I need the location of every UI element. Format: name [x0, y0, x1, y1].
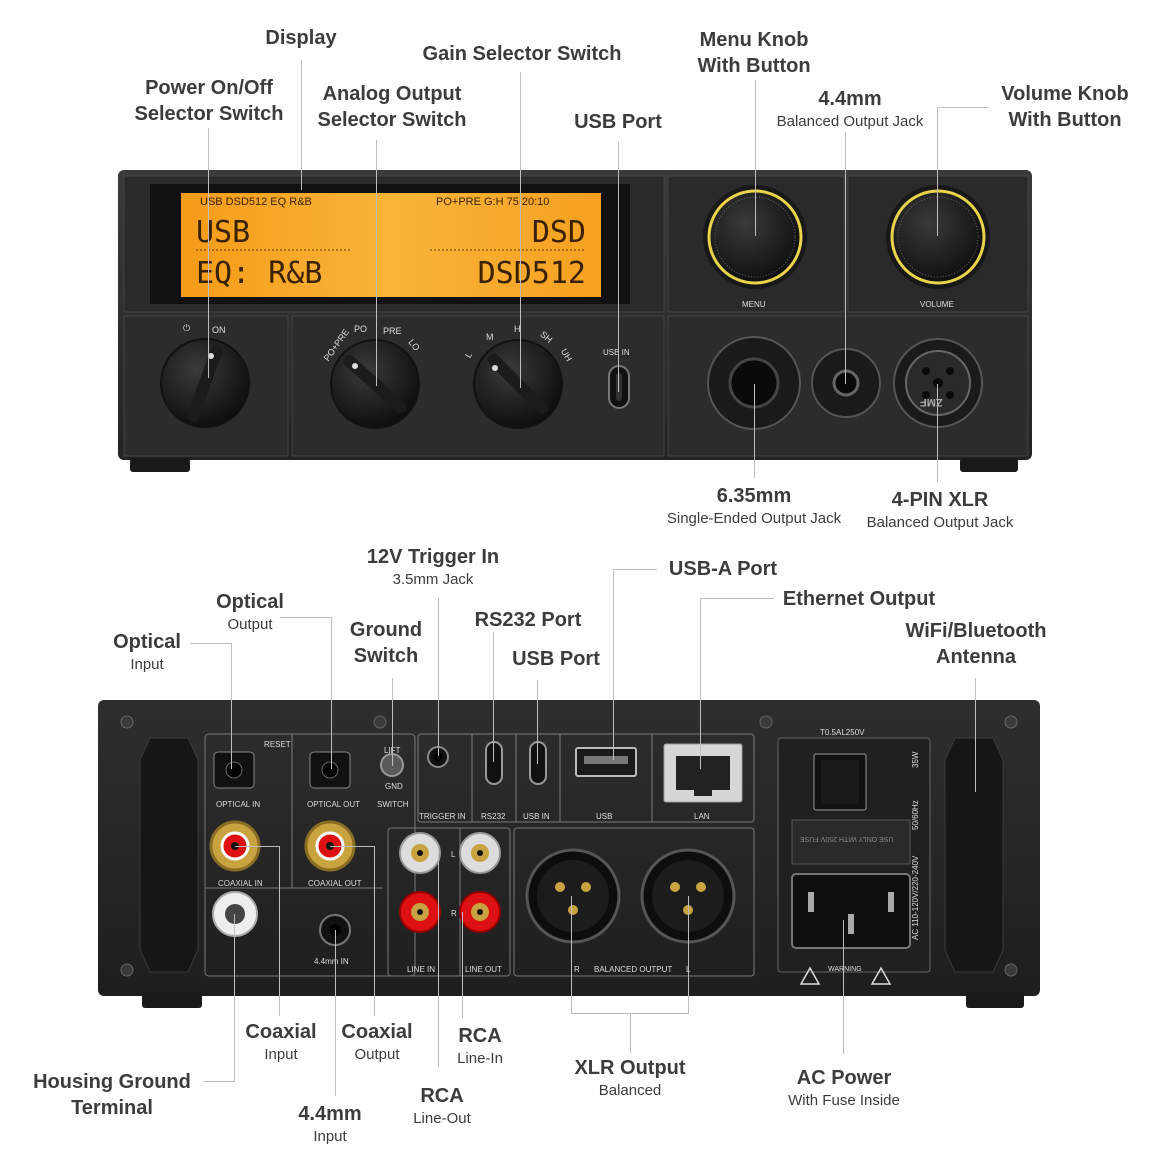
iec-power-inlet: [791, 873, 911, 949]
label-usb-a-port: USB-A Port: [668, 558, 778, 580]
lcd-screen: [181, 193, 601, 297]
lcd-status-left: USB DSD512 EQ R&B: [200, 196, 312, 208]
label-ethernet-output: Ethernet Output: [782, 588, 936, 610]
lcd-status-right: PO+PRE G:H 75 20:10: [436, 196, 550, 208]
rear-usb-c-port: [529, 741, 547, 785]
label-rear-usb-port: USB Port: [512, 648, 600, 670]
label-rs232-port: RS232 Port: [474, 609, 582, 631]
rs232-port: [485, 741, 503, 785]
label-front-usb-port: USB Port: [574, 111, 662, 133]
label-gain-switch: Gain Selector Switch: [422, 43, 622, 65]
lcd-line2-right: DSD512: [477, 256, 586, 291]
lcd-line2-left: EQ: R&B: [196, 256, 323, 291]
rca-line-ports: [399, 832, 501, 933]
lcd-line1-right: DSD: [531, 215, 586, 250]
volume-knob: [890, 189, 986, 285]
lcd-line1-left: USB: [196, 215, 251, 250]
label-display: Display: [265, 27, 337, 49]
